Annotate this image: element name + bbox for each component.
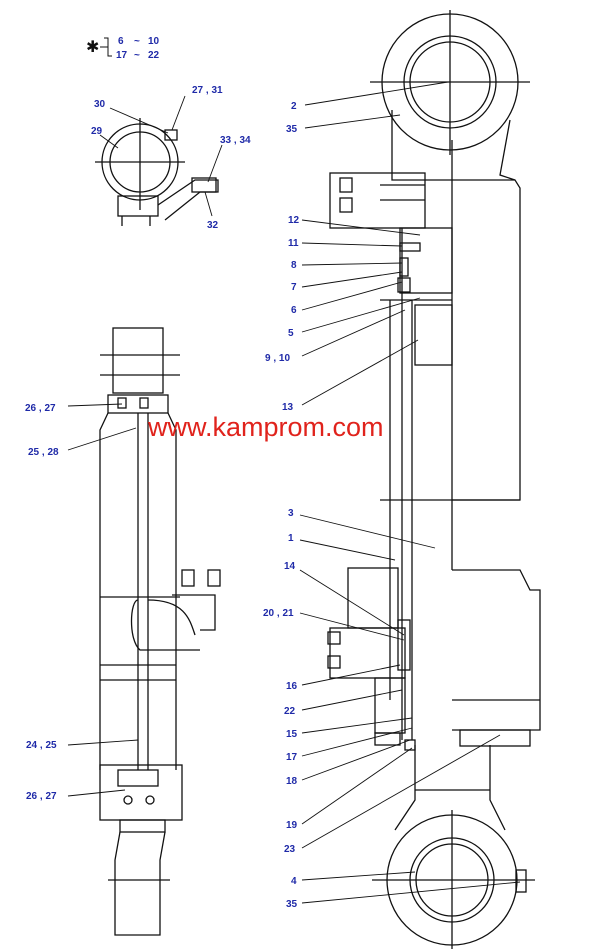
- callout: 3: [288, 508, 294, 519]
- callout: 17: [286, 752, 298, 763]
- callout: 5: [288, 328, 294, 339]
- callout: 19: [286, 820, 298, 831]
- callout: 20 , 21: [263, 608, 294, 619]
- callout: 35: [286, 124, 298, 135]
- leader-lines: [67, 81, 521, 904]
- callout: 35: [286, 899, 298, 910]
- legend-range-end-1: 10: [148, 36, 160, 47]
- callout: 32: [207, 220, 219, 231]
- callouts: 2 35 12 11 8 7 6 5 9 , 10 13 3 1 14 20 ,…: [25, 85, 300, 910]
- callout: 9 , 10: [265, 353, 290, 364]
- callout: 25 , 28: [28, 447, 59, 458]
- clamp-detail: [95, 118, 219, 226]
- callout: 8: [291, 260, 297, 271]
- callout: 23: [284, 844, 296, 855]
- callout: 18: [286, 776, 298, 787]
- callout: 2: [291, 101, 297, 112]
- callout: 30: [94, 99, 106, 110]
- callout: 12: [288, 215, 300, 226]
- legend-range-end-2: 22: [148, 50, 160, 61]
- callout: 6: [291, 305, 297, 316]
- callout: 14: [284, 561, 296, 572]
- asterisk-symbol: ✱: [86, 37, 99, 56]
- callout: 33 , 34: [220, 135, 251, 146]
- callout: 7: [291, 282, 297, 293]
- callout: 15: [286, 729, 298, 740]
- callout: 22: [284, 706, 296, 717]
- callout: 24 , 25: [26, 740, 57, 751]
- legend-tilde-2: ~: [134, 50, 140, 61]
- legend-range-start-1: 6: [118, 36, 124, 47]
- callout: 13: [282, 402, 294, 413]
- callout: 11: [288, 238, 299, 249]
- callout: 29: [91, 126, 103, 137]
- legend-range-start-2: 17: [116, 50, 128, 61]
- legend: ✱ 6 ~ 10 17 ~ 22: [86, 36, 160, 61]
- legend-tilde-1: ~: [134, 36, 140, 47]
- callout: 27 , 31: [192, 85, 223, 96]
- callout: 1: [288, 533, 294, 544]
- callout: 26 , 27: [25, 403, 56, 414]
- main-cylinder-assembly: [327, 10, 541, 949]
- callout: 16: [286, 681, 298, 692]
- watermark: www.kamprom.com: [147, 412, 384, 442]
- side-cylinder-view: [99, 327, 221, 936]
- callout: 26 , 27: [26, 791, 57, 802]
- callout: 4: [291, 876, 297, 887]
